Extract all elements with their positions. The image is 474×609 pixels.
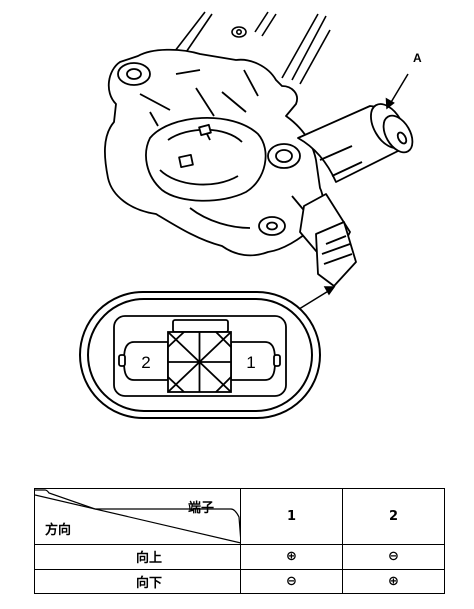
table-row-up: 向上 ⊕ ⊖: [34, 544, 445, 570]
motor-housing: [104, 48, 324, 257]
table-row-down: 向下 ⊖ ⊕: [34, 568, 445, 595]
housing-connector: [299, 193, 357, 287]
pin-1-label: 1: [246, 353, 255, 372]
terminal-direction-table: 端子 方向 1 2 向上 ⊕ ⊖ 向下 ⊖ ⊕: [34, 487, 445, 595]
column-header-1: 1: [240, 487, 343, 546]
header-terminal-label: 端子: [187, 501, 214, 516]
table-header-corner: 端子 方向: [34, 487, 241, 546]
callout-a-label: A: [413, 51, 422, 65]
header-diagonal: [35, 489, 241, 544]
motor-cylinder: [297, 103, 414, 183]
connector-face: [113, 315, 287, 397]
column-header-2: 2: [342, 487, 445, 546]
row-label-up: 向上: [34, 544, 241, 570]
row-up-terminal-2: ⊖: [342, 544, 445, 570]
row-down-terminal-1: ⊖: [240, 568, 343, 595]
callout-a-leader: [385, 73, 409, 110]
row-down-terminal-2: ⊕: [342, 568, 445, 595]
header-direction-label: 方向: [45, 523, 72, 539]
row-up-terminal-1: ⊕: [240, 544, 343, 570]
pin-2-label: 2: [141, 353, 150, 372]
row-label-down: 向下: [34, 568, 241, 595]
